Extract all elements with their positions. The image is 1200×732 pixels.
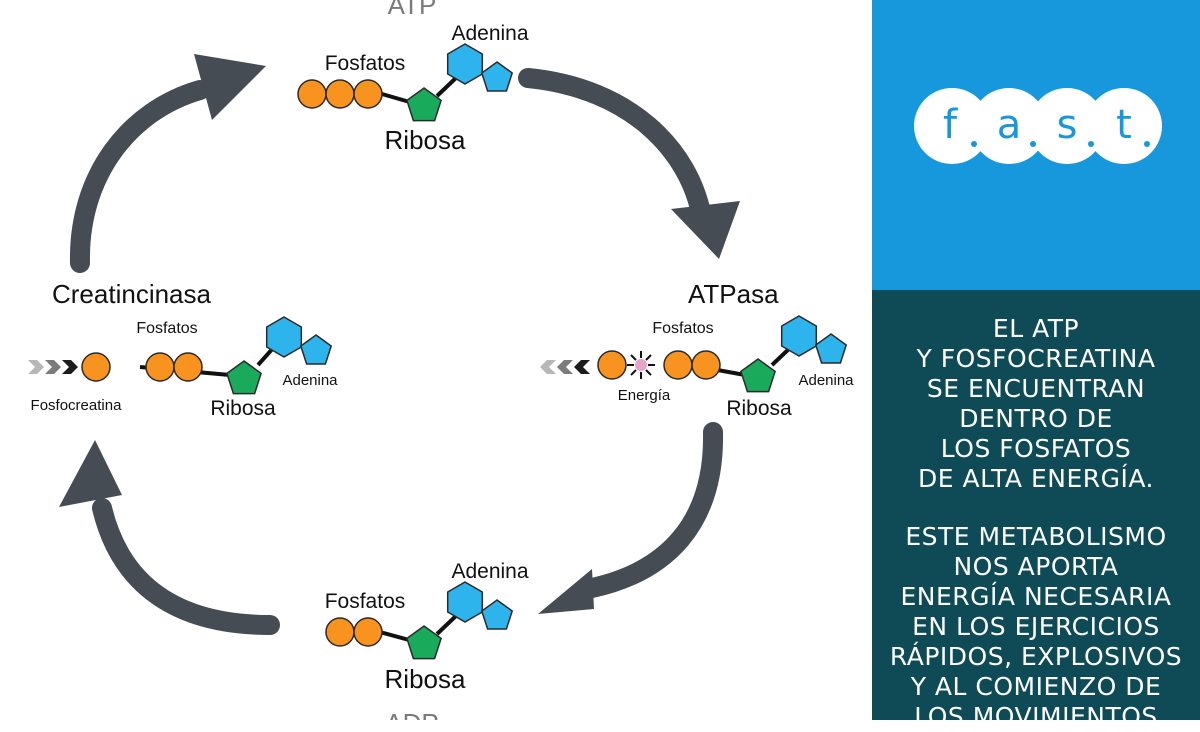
logo-letter: s (1057, 102, 1078, 148)
ribose (226, 360, 262, 395)
arrow-bottom-left (92, 498, 280, 635)
phosphate-2 (353, 617, 383, 647)
top-label: ATP (388, 0, 437, 20)
phosphates-label: Fosfatos (325, 52, 406, 75)
creatine-phosphate (81, 352, 111, 382)
left-molecule: Fosfatos Adenina Ribosa Fosfocreatina (28, 316, 338, 420)
phosphates-label: Fosfatos (325, 590, 406, 613)
brand-panel: f a s t (872, 0, 1200, 290)
bottom-label: ADP (385, 708, 438, 720)
logo-letter: f (943, 102, 958, 148)
logo-letter: t (1116, 102, 1132, 148)
info-line: RÁPIDOS, EXPLOSIVOS (889, 642, 1183, 671)
info-line: ESTE METABOLISMO (905, 522, 1167, 551)
info-line: Y AL COMIENZO DE (910, 672, 1162, 701)
info-line: NOS APORTA (953, 552, 1119, 581)
logo-letter: a (997, 102, 1022, 148)
ribose-label: Ribosa (385, 664, 466, 694)
adenine (265, 316, 332, 365)
info-line: ENERGÍA NECESARIA (900, 582, 1172, 611)
arrow-left-top (69, 80, 210, 273)
info-line: DENTRO DE (959, 404, 1113, 433)
ribose-label: Ribosa (210, 397, 276, 420)
phosphate-1 (663, 350, 693, 380)
arrowhead-top (194, 54, 266, 120)
chevron-icon (28, 360, 44, 374)
phosphate-1 (297, 79, 327, 109)
info-panel: EL ATP Y FOSFOCREATINA SE ENCUENTRAN DEN… (872, 290, 1200, 731)
info-line: LOS FOSFATOS (940, 434, 1132, 463)
arrowhead-right (671, 201, 740, 259)
phosphate-3 (353, 79, 383, 109)
adenine-label: Adenina (451, 22, 528, 45)
info-paragraph-2: ESTE METABOLISMO NOS APORTA ENERGÍA NECE… (872, 522, 1200, 732)
adenine (446, 43, 513, 92)
creatine-phosphate-label: Fosfocreatina (31, 397, 123, 414)
info-line: Y FOSFOCREATINA (916, 344, 1156, 373)
atp-molecule: Fosfatos Adenina Ribosa (297, 22, 529, 155)
energy-label: Energía (618, 387, 671, 404)
ribose (406, 625, 442, 660)
phosphates-label: Fosfatos (136, 320, 197, 337)
ribose-label: Ribosa (726, 397, 792, 420)
ribose-label: Ribosa (385, 125, 466, 155)
chevron-icon (45, 360, 61, 374)
chevron-icon (557, 360, 573, 374)
cycle-arrows (69, 68, 724, 635)
adenine-label: Adenina (798, 372, 854, 389)
info-line: DE ALTA ENERGÍA. (918, 464, 1154, 493)
right-enzyme-label: ATPasa (688, 279, 779, 309)
ribose (406, 87, 442, 122)
phosphate-2 (691, 350, 721, 380)
arrow-top-right (518, 68, 712, 228)
phosphate-2 (173, 352, 203, 382)
arrow-right-bottom (582, 422, 724, 598)
chevron-icon (62, 360, 78, 374)
logo-dot (971, 141, 977, 147)
logo-dot (1088, 141, 1094, 147)
adenine-label: Adenina (282, 372, 338, 389)
info-line: LOS MOVIMIENTOS (914, 702, 1158, 731)
adenine-label: Adenina (451, 560, 528, 583)
info-line: EN LOS EJERCICIOS (912, 612, 1160, 641)
arrowhead-left (59, 440, 122, 507)
energy-spark-icon (627, 351, 655, 379)
adenine (446, 581, 513, 630)
chevron-icon (574, 360, 590, 374)
info-line: SE ENCUENTRAN (926, 374, 1146, 403)
logo-dot (1030, 141, 1036, 147)
info-line: EL ATP (992, 314, 1080, 343)
atp-cycle-diagram: ATP ADP Creatincinasa ATPasa Fosfatos Ad… (28, 0, 854, 720)
phosphates-label: Fosfatos (652, 320, 713, 337)
logo-dot (1144, 141, 1150, 147)
right-molecule: Fosfatos Adenina Ribosa Energía (540, 315, 854, 420)
adenine (780, 315, 847, 364)
fast-logo: f a s t (914, 88, 1162, 164)
ribose (740, 358, 776, 393)
phosphate-2 (325, 79, 355, 109)
adp-molecule: Fosfatos Adenina Ribosa (325, 560, 529, 694)
arrowhead-bottom (538, 569, 594, 614)
info-paragraph-1: EL ATP Y FOSFOCREATINA SE ENCUENTRAN DEN… (872, 314, 1200, 494)
phosphate-1 (325, 617, 355, 647)
phosphate-1 (145, 352, 175, 382)
left-enzyme-label: Creatincinasa (52, 279, 212, 309)
released-phosphate (597, 350, 627, 380)
chevron-icon (540, 360, 556, 374)
